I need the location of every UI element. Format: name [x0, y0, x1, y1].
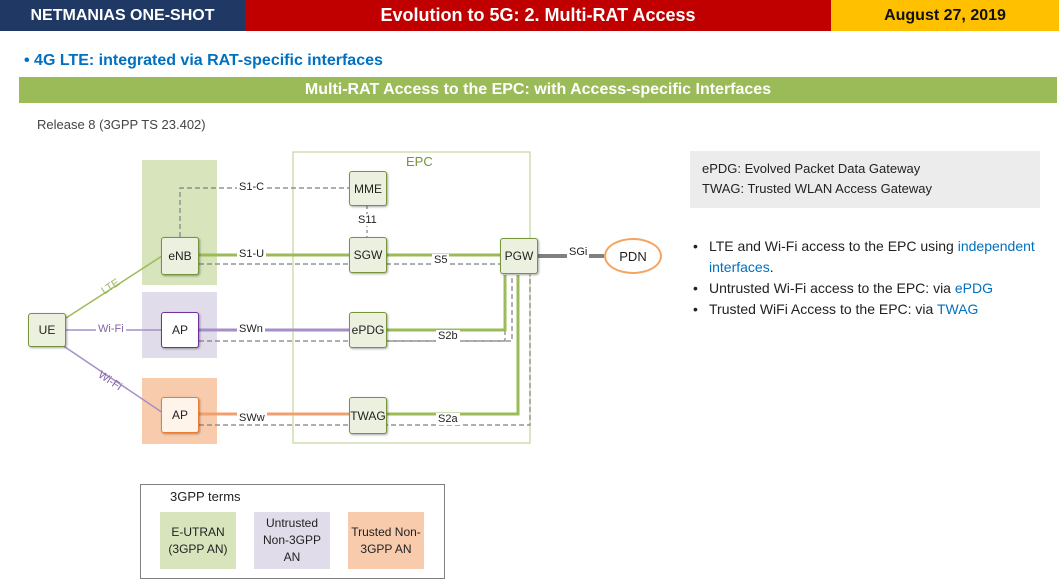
- swn-dash: [199, 275, 506, 342]
- term-trusted: Trusted Non-3GPP AN: [348, 512, 424, 569]
- s11-label: S11: [356, 214, 379, 226]
- ap-trusted-node: AP: [161, 397, 199, 433]
- definitions-box: ePDG: Evolved Packet Data Gateway TWAG: …: [690, 151, 1040, 208]
- term-eutran: E-UTRAN (3GPP AN): [160, 512, 236, 569]
- wifi-untrusted-label: Wi-Fi: [96, 323, 126, 335]
- ap-untrusted-node: AP: [161, 312, 199, 348]
- swn-label: SWn: [237, 323, 265, 335]
- epc-boundary: [292, 151, 531, 444]
- s1u-label: S1-U: [237, 248, 267, 260]
- s2a-line: [386, 275, 520, 416]
- pdn-node: PDN: [604, 238, 662, 274]
- twag-node: TWAG: [349, 397, 387, 434]
- lte-link: [65, 255, 163, 319]
- s5-label: S5: [432, 254, 450, 266]
- s2a-label: S2a: [436, 413, 460, 425]
- bullet-highlight: ePDG: [954, 280, 993, 296]
- wifi-trusted-link: [61, 344, 164, 414]
- epdg-node: ePDG: [349, 312, 387, 348]
- bullet-item: LTE and Wi-Fi access to the EPC using in…: [693, 236, 1043, 278]
- sgw-node: SGW: [349, 237, 387, 273]
- release-note: Release 8 (3GPP TS 23.402): [37, 117, 206, 132]
- bullet-highlight: independent interfaces: [709, 238, 1035, 275]
- section-subtitle: • 4G LTE: integrated via RAT-specific in…: [24, 52, 383, 69]
- bullet-highlight: TWAG: [936, 301, 979, 317]
- header-title: Evolution to 5G: 2. Multi-RAT Access: [245, 0, 831, 31]
- sww-dash: [199, 275, 531, 426]
- epc-label: EPC: [406, 154, 433, 169]
- bullet-item: Untrusted Wi-Fi access to the EPC: via e…: [693, 278, 1043, 299]
- s2b-line: [386, 275, 507, 332]
- pgw-node: PGW: [500, 238, 538, 274]
- ue-node: UE: [28, 313, 66, 347]
- section-banner: Multi-RAT Access to the EPC: with Access…: [19, 77, 1057, 103]
- s1c-line: [179, 187, 349, 237]
- sww-label: SWw: [237, 412, 267, 424]
- terms-title: 3GPP terms: [170, 489, 241, 504]
- definition-epdg: ePDG: Evolved Packet Data Gateway: [702, 161, 921, 176]
- mme-node: MME: [349, 171, 387, 206]
- bullet-item: Trusted WiFi Access to the EPC: via TWAG: [693, 299, 1043, 320]
- s1c-label: S1-C: [237, 181, 267, 193]
- term-untrusted: Untrusted Non-3GPP AN: [254, 512, 330, 569]
- enb-node: eNB: [161, 237, 199, 275]
- s2b-dash: [386, 275, 513, 342]
- s2b-label: S2b: [436, 330, 460, 342]
- header-brand: NETMANIAS ONE-SHOT: [0, 0, 245, 31]
- header-date: August 27, 2019: [831, 0, 1059, 31]
- summary-bullets: LTE and Wi-Fi access to the EPC using in…: [693, 236, 1043, 320]
- sgi-label: SGi: [567, 246, 590, 258]
- definition-twag: TWAG: Trusted WLAN Access Gateway: [702, 181, 932, 196]
